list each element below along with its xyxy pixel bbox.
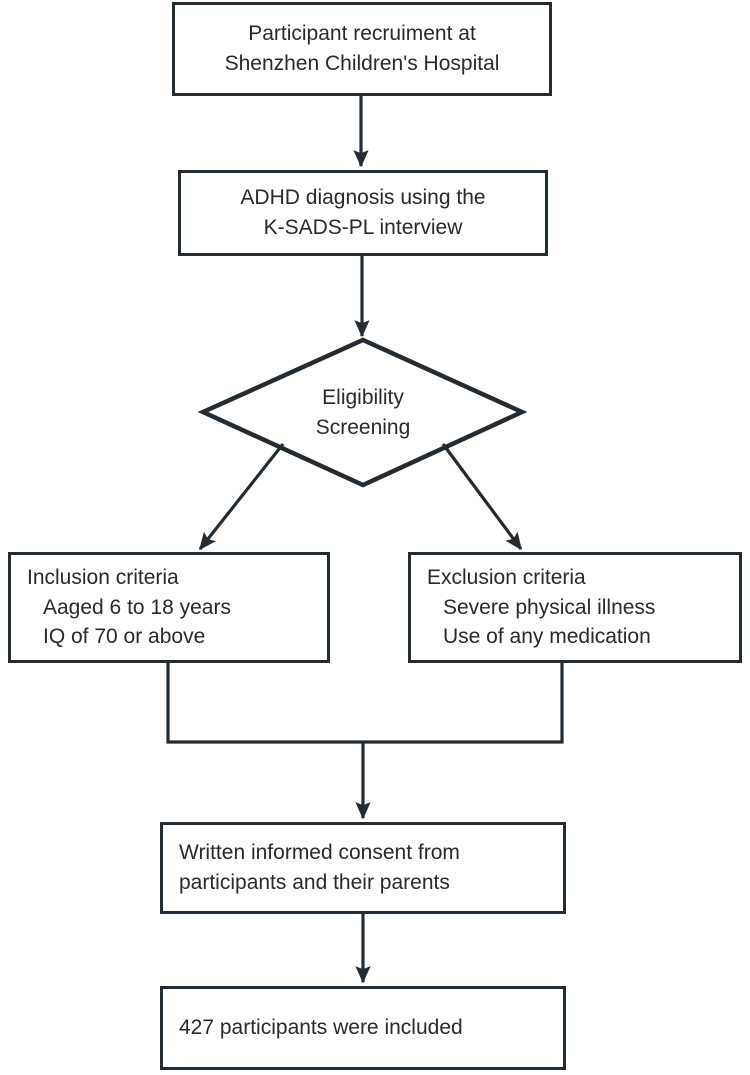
node-exclusion-criteria: Exclusion criteria Severe physical illne… xyxy=(408,552,742,663)
edge-exclusion-merge-leg xyxy=(363,663,564,744)
node-text-line: Written informed consent from xyxy=(179,841,460,865)
node-text-line: Aaged 6 to 18 years xyxy=(43,595,231,619)
edge-eligibility-to-exclusion xyxy=(441,443,523,551)
node-eligibility-screening xyxy=(203,340,523,486)
edge-eligibility-to-inclusion xyxy=(198,443,285,551)
node-text-line: 427 participants were included xyxy=(179,1016,463,1040)
node-text-line: Shenzhen Children's Hospital xyxy=(224,52,500,75)
node-text-line: ADHD diagnosis using the xyxy=(240,186,486,210)
node-participants-included: 427 participants were included xyxy=(160,986,566,1070)
node-adhd-diagnosis: ADHD diagnosis using the K-SADS-PL inter… xyxy=(178,170,548,256)
node-text-line: Exclusion criteria xyxy=(427,565,586,589)
edge-inclusion-merge-leg xyxy=(166,663,363,744)
node-text-line: IQ of 70 or above xyxy=(43,625,206,649)
node-text-line: Use of any medication xyxy=(443,625,651,649)
node-text-line: Participant recruiment at xyxy=(248,22,476,46)
node-text-line: Inclusion criteria xyxy=(27,565,179,589)
node-inclusion-criteria: Inclusion criteria Aaged 6 to 18 years I… xyxy=(8,552,330,663)
node-text-line: Severe physical illness xyxy=(443,595,656,619)
node-text-line: K-SADS-PL interview xyxy=(263,216,463,239)
eligibility-diamond-shape xyxy=(197,337,528,488)
node-participant-recruitment: Participant recruiment at Shenzhen Child… xyxy=(172,2,552,96)
node-informed-consent: Written informed consent from participan… xyxy=(160,822,566,914)
node-text-line: participants and their parents xyxy=(179,871,450,894)
